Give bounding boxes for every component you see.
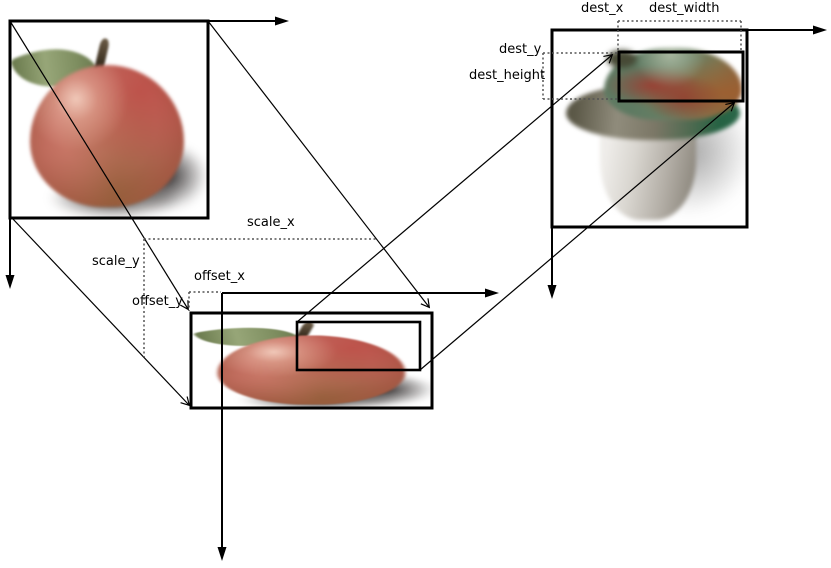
label-dest-x: dest_x [581,1,624,16]
mushroom-cap-knob [607,50,637,68]
destination-image-mushroom [552,30,747,227]
arrow-region-bottomright-to-dest-bottomright [419,103,734,371]
source-image-box [8,19,210,220]
label-dest-height: dest_height [469,68,546,83]
arrow-source-topleft-to-scaled-topleft [9,20,188,309]
label-offset-y: offset_y [132,294,183,309]
dotted-measure-lines [143,20,742,357]
mushroom-illustration [552,30,747,227]
destination-image-box [550,28,749,229]
arrow-source-bottomleft-to-scaled-bottomleft [11,217,189,405]
arrow-region-topleft-to-dest-topleft [296,55,612,323]
label-scale-y: scale_y [92,254,140,269]
destination-region-box [617,50,745,103]
label-scale-x: scale_x [247,215,295,230]
label-dest-y: dest_y [499,42,542,57]
scaled-image-box [189,311,434,410]
apple-illustration [10,21,208,218]
scaled-region-box [295,320,422,372]
source-image-apple [10,21,208,218]
apple-body [30,65,184,207]
arrow-source-topright-to-scaled-topright [207,20,429,307]
label-offset-x: offset_x [194,269,245,284]
label-dest-width: dest_width [649,1,720,16]
